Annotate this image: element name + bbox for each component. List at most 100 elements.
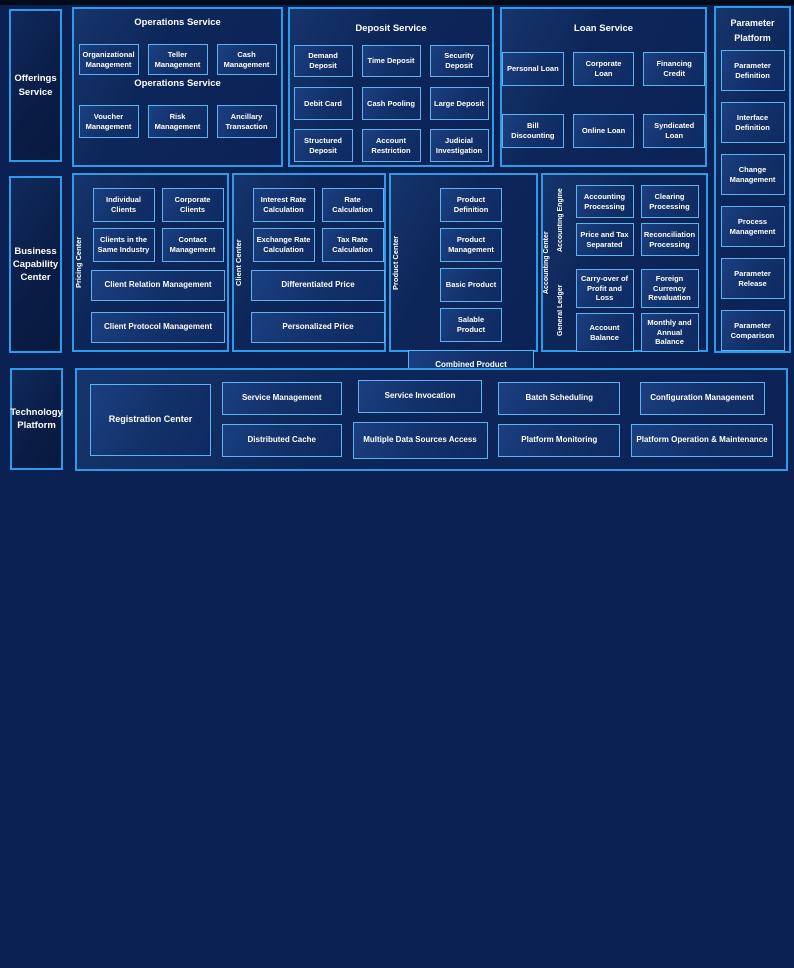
box-demand-deposit: Demand Deposit (293, 45, 353, 77)
loan-service-panel: Loan Service Personal Loan Corporate Loa… (500, 7, 707, 167)
bottom-column-1: Service Management Distributed Cache (221, 382, 342, 457)
box-account-restriction: Account Restriction (361, 129, 421, 162)
deposit-row-3: Structured Deposit Account Restriction J… (290, 129, 492, 162)
box-interest-rate-calculation: Interest Rate Calculation (252, 188, 315, 222)
loan-service-title: Loan Service (573, 23, 634, 34)
box-corporate-loan: Corporate Loan (572, 52, 635, 86)
general-ledger-label: General Ledger (557, 284, 564, 337)
box-platform-monitoring: Platform Monitoring (498, 424, 621, 457)
box-tax-rate-calculation: Tax Rate Calculation (321, 228, 384, 262)
box-price-and-tax-separated: Price and Tax Separated (575, 223, 634, 256)
box-parameter-definition: Parameter Definition (720, 50, 785, 91)
band-label-business-capability-center: Business Capability Center (9, 176, 62, 353)
box-registration-center: Registration Center (90, 383, 211, 456)
box-online-loan: Online Loan (572, 114, 635, 148)
operations-service-panel: Operations Service Organizational Manage… (72, 7, 283, 167)
parameter-platform-boxes: Parameter Definition Interface Definitio… (716, 50, 789, 351)
box-monthly-and-annual-balance: Monthly and Annual Balance (640, 313, 699, 352)
box-distributed-cache: Distributed Cache (221, 424, 342, 457)
pricing-center-side-label: Pricing Center (74, 236, 83, 289)
client-center-panel: Client Center Interest Rate Calculation … (232, 173, 386, 352)
operations-row-1: Organizational Management Teller Managem… (74, 44, 281, 75)
box-carry-over-of-profit-and-loss: Carry-over of Profit and Loss (575, 269, 634, 308)
box-bill-discounting: Bill Discounting (502, 114, 564, 148)
loan-row-1: Personal Loan Corporate Loan Financing C… (502, 52, 706, 86)
band-label-offerings-service: Offerings Service (9, 9, 62, 162)
box-personalized-price: Personalized Price (251, 312, 385, 343)
accounting-engine-label: Accounting Engine (557, 188, 564, 253)
client-center-grid: Interest Rate Calculation Rate Calculati… (251, 188, 385, 262)
box-clearing-processing: Clearing Processing (640, 185, 699, 218)
operations-row-2: Voucher Management Risk Management Ancil… (74, 105, 281, 138)
box-client-relation-management: Client Relation Management (91, 270, 225, 301)
box-service-invocation: Service Invocation (358, 380, 482, 413)
parameter-platform-title-line1: Parameter (730, 18, 775, 28)
box-personal-loan: Personal Loan (502, 52, 564, 86)
product-center-side-label: Product Center (391, 235, 400, 290)
general-ledger-group: General Ledger Carry-over of Profit and … (557, 269, 706, 352)
technology-platform-panel: Registration Center Service Management D… (75, 368, 788, 471)
box-client-protocol-management: Client Protocol Management (91, 312, 225, 343)
box-configuration-management: Configuration Management (639, 382, 765, 415)
box-individual-clients: Individual Clients (92, 188, 155, 222)
box-large-deposit: Large Deposit (429, 87, 489, 120)
product-center-panel: Product Center Product Definition Produc… (389, 173, 538, 423)
bottom-column-4: Configuration Management Platform Operat… (631, 382, 773, 457)
deposit-service-title: Deposit Service (355, 23, 427, 34)
parameter-platform-panel: Parameter Platform Parameter Definition … (714, 6, 791, 353)
box-syndicated-loan: Syndicated Loan (643, 114, 706, 148)
box-multiple-data-sources-access: Multiple Data Sources Access (352, 422, 488, 459)
operations-service-mid-title: Operations Service (134, 78, 221, 89)
box-platform-operation-maintenance: Platform Operation & Maintenance (631, 424, 773, 457)
box-product-definition: Product Definition (440, 188, 502, 222)
box-organizational-management: Organizational Management (78, 44, 139, 75)
box-parameter-release: Parameter Release (720, 258, 785, 299)
box-basic-product: Basic Product (440, 268, 502, 302)
deposit-service-panel: Deposit Service Demand Deposit Time Depo… (288, 7, 494, 167)
box-ancillary-transaction: Ancillary Transaction (216, 105, 277, 138)
parameter-platform-title-line2: Platform (734, 33, 771, 43)
box-security-deposit: Security Deposit (429, 45, 489, 77)
box-clients-in-the-same-industry: Clients in the Same Industry (92, 228, 155, 262)
box-time-deposit: Time Deposit (361, 45, 421, 77)
box-foreign-currency-revaluation: Foreign Currency Revaluation (640, 269, 699, 308)
box-cash-management: Cash Management (216, 44, 277, 75)
box-debit-card: Debit Card (293, 87, 353, 120)
box-product-management: Product Management (440, 228, 502, 262)
bottom-column-3: Batch Scheduling Platform Monitoring (498, 382, 621, 457)
box-process-management: Process Management (720, 206, 785, 247)
box-differentiated-price: Differentiated Price (251, 270, 385, 301)
operations-service-title: Operations Service (134, 17, 221, 28)
accounting-center-panel: Accounting Center Accounting Engine Acco… (541, 173, 708, 352)
box-batch-scheduling: Batch Scheduling (498, 382, 621, 415)
pricing-center-grid: Individual Clients Corporate Clients Cli… (91, 188, 225, 262)
box-service-management: Service Management (221, 382, 342, 415)
band-label-technology-platform: Technology Platform (10, 368, 63, 470)
box-contact-management: Contact Management (161, 228, 224, 262)
box-salable-product: Salable Product (440, 308, 502, 342)
loan-row-2: Bill Discounting Online Loan Syndicated … (502, 114, 706, 148)
box-cash-pooling: Cash Pooling (361, 87, 421, 120)
box-change-management: Change Management (720, 154, 785, 195)
box-account-balance: Account Balance (575, 313, 634, 352)
box-rate-calculation: Rate Calculation (321, 188, 384, 222)
pricing-center-panel: Pricing Center Individual Clients Corpor… (72, 173, 229, 352)
box-teller-management: Teller Management (147, 44, 208, 75)
box-risk-management: Risk Management (147, 105, 208, 138)
client-center-side-label: Client Center (234, 239, 243, 286)
deposit-row-2: Debit Card Cash Pooling Large Deposit (290, 87, 492, 120)
box-exchange-rate-calculation: Exchange Rate Calculation (252, 228, 315, 262)
accounting-center-side-label: Accounting Center (543, 231, 550, 294)
top-black-strip (0, 0, 794, 5)
bottom-column-2: Service Invocation Multiple Data Sources… (352, 380, 488, 459)
box-voucher-management: Voucher Management (78, 105, 139, 138)
product-center-grid: Product Definition Product Management Ba… (408, 188, 534, 342)
box-accounting-processing: Accounting Processing (575, 185, 634, 218)
box-financing-credit: Financing Credit (643, 52, 706, 86)
box-reconciliation-processing: Reconciliation Processing (640, 223, 699, 256)
box-interface-definition: Interface Definition (720, 102, 785, 143)
box-corporate-clients: Corporate Clients (161, 188, 224, 222)
accounting-engine-group: Accounting Engine Accounting Processing … (557, 185, 706, 256)
box-parameter-comparison: Parameter Comparison (720, 310, 785, 351)
box-structured-deposit: Structured Deposit (293, 129, 353, 162)
